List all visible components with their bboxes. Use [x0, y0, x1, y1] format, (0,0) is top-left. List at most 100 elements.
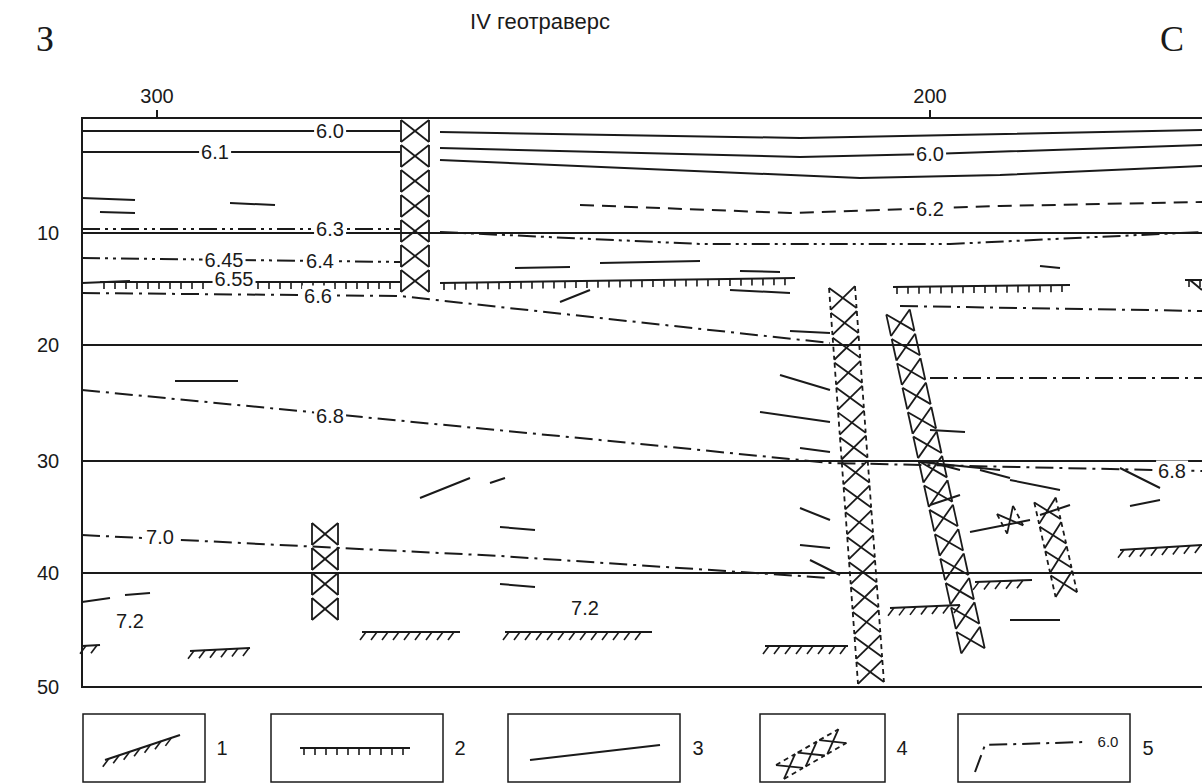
legend-sample — [975, 742, 1085, 772]
boundary-line-tick — [995, 286, 997, 293]
legend-box — [83, 714, 205, 782]
fault-zone — [907, 383, 926, 410]
boundary-line-tick — [378, 282, 380, 289]
boundary-line-tick — [951, 286, 953, 293]
boundary-line-tick — [1199, 280, 1201, 287]
reflector-dash — [800, 448, 830, 452]
fault-zone — [843, 461, 867, 485]
boundary-line-tick — [586, 281, 588, 288]
fault-zone — [856, 662, 858, 684]
isoline — [82, 293, 830, 343]
moho-line-tick — [763, 646, 769, 654]
moho-line-tick — [514, 632, 520, 640]
fault-zone — [401, 170, 429, 192]
boundary-line-tick — [279, 282, 281, 289]
boundary-line-tick — [784, 278, 786, 285]
fault-zone — [864, 411, 866, 433]
fault-zone — [401, 120, 429, 142]
legend-sample-tick — [391, 748, 393, 755]
fault-zone — [945, 554, 964, 581]
boundary-line-tick — [389, 282, 391, 289]
boundary-line-tick — [542, 282, 544, 289]
reflector-dash — [100, 212, 135, 213]
moho-line-tick — [973, 582, 979, 590]
reflector-dash — [175, 380, 238, 382]
legend-number: 5 — [1140, 738, 1155, 759]
moho-line-tick — [888, 608, 894, 616]
fault-zone — [862, 386, 864, 408]
boundary-line-tick — [984, 286, 986, 293]
fault-zone — [871, 510, 873, 532]
velocity-value: 6.0 — [914, 144, 946, 165]
legend-sample-tick — [155, 741, 161, 749]
reflector-dash — [740, 271, 780, 272]
distance-tick — [156, 110, 158, 118]
moho-line-tick — [221, 649, 227, 657]
legend-number: 2 — [452, 738, 467, 759]
boundary-line-tick — [443, 283, 445, 290]
reflector-dash — [230, 203, 275, 205]
boundary-line-tick — [597, 281, 599, 288]
fault-zone — [896, 334, 915, 361]
boundary-line-tick — [257, 282, 259, 289]
fault-zone — [875, 560, 877, 582]
fault-zone — [913, 407, 932, 434]
moho-line-tick — [899, 607, 905, 615]
reflector-dash — [800, 508, 830, 520]
fault-zone — [1007, 506, 1013, 534]
boundary-line-tick — [773, 278, 775, 285]
fault-zone — [838, 413, 840, 435]
fault-zone — [831, 313, 833, 335]
moho-line-tick — [243, 648, 249, 656]
fault-zone — [337, 573, 339, 595]
moho-line-tick — [437, 632, 443, 640]
fault-zone — [401, 270, 429, 292]
fault-zone — [855, 286, 857, 308]
fault-zone — [337, 598, 339, 620]
reflector-dash — [82, 198, 135, 200]
fault-zone — [868, 461, 870, 483]
boundary-line-tick — [498, 282, 500, 289]
fault-zone — [873, 535, 875, 557]
fault-zone — [956, 602, 975, 629]
fault-zone — [312, 573, 338, 595]
boundary-line-tick — [158, 282, 160, 289]
isoline — [440, 145, 1202, 157]
fault-zone — [428, 270, 430, 292]
fault-zone — [923, 456, 942, 483]
fault-zone — [929, 480, 948, 507]
isoline — [82, 390, 1202, 471]
moho-line-tick — [807, 646, 813, 654]
boundary-line-tick — [1039, 285, 1041, 292]
fault-zone — [836, 388, 838, 410]
boundary-line-tick — [940, 286, 942, 293]
reflector-dash — [730, 290, 790, 293]
moho-line-tick — [426, 632, 432, 640]
fault-zone — [870, 486, 872, 508]
moho-line-tick — [1017, 580, 1023, 588]
reflector-dash — [1120, 468, 1160, 488]
moho-line-tick — [840, 646, 846, 654]
moho-line-tick — [1118, 550, 1124, 558]
boundary-line-tick — [202, 282, 204, 289]
velocity-value: 6.6 — [302, 286, 334, 307]
boundary-line-tick — [1006, 286, 1008, 293]
fault-zone — [831, 286, 855, 310]
fault-zone — [845, 512, 847, 534]
reflector-dash — [420, 478, 470, 498]
fault-zone — [847, 537, 849, 559]
fault-zone — [950, 578, 969, 605]
fault-zone — [849, 562, 851, 584]
boundary-line — [893, 285, 1070, 287]
fault-zone — [428, 245, 430, 267]
fault-zone — [851, 587, 853, 609]
velocity-value: 6.8 — [1156, 461, 1188, 482]
legend-sample-tick — [113, 755, 119, 763]
fault-zone — [882, 660, 884, 682]
velocity-value: 7.0 — [144, 527, 176, 548]
boundary-line-tick — [465, 283, 467, 290]
moho-line-tick — [371, 632, 377, 640]
moho-line — [765, 645, 848, 647]
reflector-dash — [600, 261, 700, 263]
velocity-value: 6.8 — [314, 406, 346, 427]
